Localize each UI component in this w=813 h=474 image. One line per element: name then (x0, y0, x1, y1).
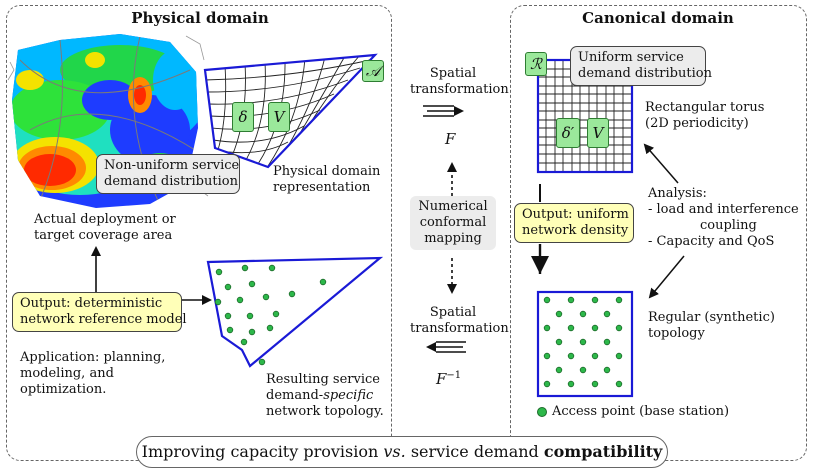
spatial-top-line1: Spatial (429, 66, 477, 81)
ncm-line1: Numerical (418, 199, 488, 214)
torus-label: Rectangular torus (2D periodicity) (645, 100, 764, 132)
legend-label: Access point (base station) (552, 404, 730, 419)
bottom-prefix: Improving capacity provision (141, 442, 384, 461)
regular-line2: topology (648, 326, 705, 341)
nonuniform-demand-box: Non-uniform service demand distribution (96, 154, 240, 194)
deployment-label: Actual deployment or target coverage are… (34, 212, 176, 244)
output-deterministic-line1: Output: deterministic (20, 296, 163, 311)
output-uniform-line2: network density (522, 223, 629, 238)
regular-topology-label: Regular (synthetic) topology (648, 310, 775, 342)
spatial-transform-label-bottom: Spatial transformation (410, 305, 509, 337)
application-line2: modeling, and (20, 366, 114, 381)
symbol-delta-prime: δ′ (556, 118, 580, 148)
heatmap-image (12, 34, 198, 208)
symbol-R: ℛ (525, 52, 547, 76)
output-uniform-line1: Output: uniform (522, 207, 629, 222)
regular-topology (536, 290, 634, 398)
analysis-line1: Analysis: (648, 186, 707, 201)
output-deterministic-line2: network reference model (20, 312, 187, 327)
regular-line1: Regular (synthetic) (648, 310, 775, 325)
physical-repr-line2: representation (273, 180, 371, 195)
bottom-vs: vs. (383, 442, 406, 461)
F-label: F (445, 130, 456, 148)
analysis-line3: coupling (700, 218, 757, 233)
resulting-line3: network topology. (266, 404, 384, 419)
node-dots (214, 264, 623, 388)
application-label: Application: planning, modeling, and opt… (20, 350, 165, 398)
bottom-banner: Improving capacity provision vs. service… (136, 436, 668, 468)
uniform-demand-box: Uniform service demand distribution (570, 46, 712, 86)
resulting-line2-italic: specific (323, 388, 374, 403)
symbol-delta: δ (232, 102, 254, 132)
resulting-line2-prefix: demand- (266, 388, 324, 403)
resulting-line1: Resulting service (266, 372, 380, 387)
Finv-label: F−1 (436, 370, 461, 388)
deployment-line2: target coverage area (34, 228, 173, 243)
uniform-demand-line1: Uniform service (578, 50, 684, 65)
symbol-V-physical: V (268, 102, 290, 132)
ncm-box: Numerical conformal mapping (410, 196, 496, 250)
torus-line2: (2D periodicity) (645, 116, 749, 131)
physical-domain-mesh (203, 53, 378, 169)
spatial-bottom-line2: transformation (410, 321, 509, 336)
spatial-top-line2: transformation (410, 82, 509, 97)
resulting-line2: demand-specific (266, 388, 384, 404)
Finv-exp: −1 (446, 370, 462, 381)
spatial-transform-label-top: Spatial transformation (410, 66, 509, 98)
physical-repr-line1: Physical domain (273, 164, 381, 179)
application-line3: optimization. (20, 382, 107, 397)
spatial-bottom-line1: Spatial (429, 305, 477, 320)
Finv-base: F (436, 370, 447, 388)
analysis-line2: - load and interference (648, 202, 799, 217)
legend-node-dot (537, 407, 547, 417)
symbol-A: 𝒜 (362, 60, 384, 82)
physical-domain-title: Physical domain (131, 9, 269, 27)
demand-specific-topology (206, 256, 384, 368)
bottom-middle: service demand (405, 442, 544, 461)
canonical-domain-title: Canonical domain (582, 9, 734, 27)
resulting-topology-label: Resulting service demand-specific networ… (266, 372, 384, 420)
bottom-bold: compatibility (543, 442, 663, 461)
ncm-line2: conformal (419, 215, 487, 230)
output-uniform-box: Output: uniform network density (514, 203, 634, 243)
symbol-V-canonical: V (587, 118, 609, 148)
uniform-demand-line2: demand distribution (578, 66, 712, 81)
nonuniform-demand-line2: demand distribution (104, 174, 238, 189)
analysis-line4: - Capacity and QoS (648, 234, 775, 249)
big-arrowhead (531, 256, 549, 274)
ncm-line3: mapping (424, 231, 482, 246)
output-deterministic-box: Output: deterministic network reference … (12, 292, 187, 332)
torus-line1: Rectangular torus (645, 100, 765, 115)
physical-repr-label: Physical domain representation (273, 164, 380, 196)
analysis-label: Analysis: - load and interference coupli… (648, 186, 799, 250)
nonuniform-demand-line1: Non-uniform service (104, 158, 240, 173)
deployment-line1: Actual deployment or (34, 212, 176, 227)
application-line1: Application: planning, (20, 350, 166, 365)
